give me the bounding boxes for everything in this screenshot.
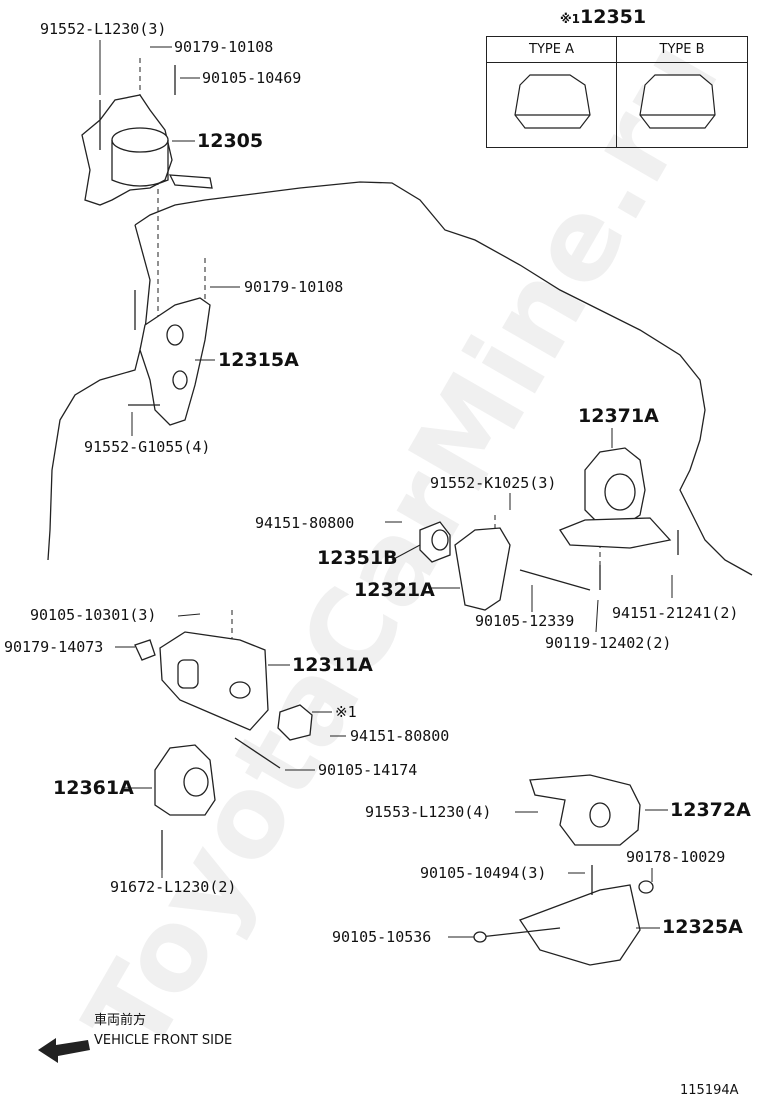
label-90178-10029: 90178-10029 xyxy=(626,848,726,866)
insulator-type-b xyxy=(639,74,716,129)
bracket-12311A xyxy=(134,631,313,769)
type-a-header: TYPE A xyxy=(487,37,617,63)
label-12325A: 12325A xyxy=(662,916,743,938)
label-90105-10536: 90105-10536 xyxy=(332,928,432,946)
label-12361A: 12361A xyxy=(53,777,134,799)
label-12315A: 12315A xyxy=(218,349,299,371)
bracket-12315A xyxy=(128,290,211,426)
label-90105-10469: 90105-10469 xyxy=(202,69,302,87)
engine-outline-left xyxy=(47,224,151,561)
engine-mount-12305 xyxy=(81,65,213,206)
ref-mark: ※1 xyxy=(560,12,581,26)
type-table-title: ※112351 xyxy=(560,6,646,30)
label-90105-10301: 90105-10301(3) xyxy=(30,606,157,624)
label-90105-14174: 90105-14174 xyxy=(318,761,418,779)
direction-english: VEHICLE FRONT SIDE xyxy=(94,1033,233,1048)
engine-outline xyxy=(134,181,753,576)
part-number-12351: 12351 xyxy=(580,6,647,28)
label-91552-G1055: 91552-G1055(4) xyxy=(84,438,211,456)
label-90179-10108-mid: 90179-10108 xyxy=(244,278,344,296)
label-90179-14073: 90179-14073 xyxy=(4,638,104,656)
label-12351B: 12351B xyxy=(317,547,398,569)
type-table: TYPE A TYPE B xyxy=(486,36,748,148)
label-90105-12339: 90105-12339 xyxy=(475,612,575,630)
insulator-type-a xyxy=(514,74,591,129)
label-12311A: 12311A xyxy=(292,654,373,676)
label-90179-10108-top: 90179-10108 xyxy=(174,38,274,56)
engine-mount-12371A xyxy=(559,447,679,555)
label-94151-80800-bot: 94151-80800 xyxy=(350,727,450,745)
front-arrow-icon xyxy=(38,1038,90,1063)
label-91553-L1230: 91553-L1230(4) xyxy=(365,803,492,821)
label-91672-L1230: 91672-L1230(2) xyxy=(110,878,237,896)
direction-japanese: 車両前方 xyxy=(94,1013,147,1028)
label-90105-10494: 90105-10494(3) xyxy=(420,864,547,882)
bracket-12321A xyxy=(419,521,601,611)
diagram-id: 115194A xyxy=(680,1083,739,1098)
engine-mount-12372A xyxy=(529,774,641,846)
engine-mount-12361A xyxy=(154,744,216,870)
label-91552-L1230: 91552-L1230(3) xyxy=(40,20,167,38)
label-91552-K1025: 91552-K1025(3) xyxy=(430,474,557,492)
label-12321A: 12321A xyxy=(354,579,435,601)
label-12372A: 12372A xyxy=(670,799,751,821)
label-90119-12402: 90119-12402(2) xyxy=(545,634,672,652)
label-12371A: 12371A xyxy=(578,405,659,427)
label-ref-mark-1: ※1 xyxy=(335,703,357,721)
label-94151-21241: 94151-21241(2) xyxy=(612,604,739,622)
type-b-header: TYPE B xyxy=(617,37,747,63)
label-12305: 12305 xyxy=(197,130,264,152)
label-94151-80800-top: 94151-80800 xyxy=(255,514,355,532)
